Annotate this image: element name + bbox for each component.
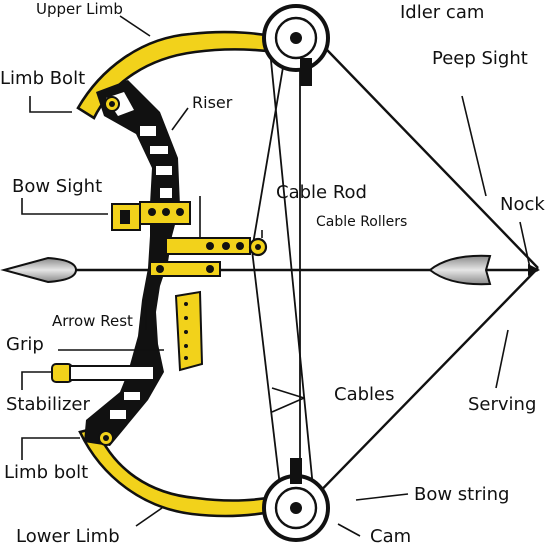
stabilizer <box>51 363 155 383</box>
leader-lines <box>21 15 531 537</box>
label-cable-rollers: Cable Rollers <box>316 214 407 230</box>
label-limb-bolt-bottom: Limb bolt <box>4 462 88 483</box>
label-bow-sight: Bow Sight <box>12 176 102 197</box>
grip <box>174 290 204 372</box>
bow-sight <box>111 201 191 231</box>
bow-string <box>299 21 539 513</box>
riser <box>84 80 180 446</box>
arrow-rest <box>149 261 221 277</box>
label-idler-cam: Idler cam <box>400 2 484 23</box>
label-bow-string: Bow string <box>414 484 509 505</box>
label-peep-sight: Peep Sight <box>432 48 528 69</box>
arrowhead-icon <box>0 256 78 284</box>
cam <box>262 458 330 542</box>
label-serving: Serving <box>468 394 536 415</box>
idler-cam <box>262 4 330 86</box>
label-arrow-rest: Arrow Rest <box>52 312 133 330</box>
arrow <box>0 254 540 286</box>
label-upper-limb: Upper Limb <box>36 0 123 18</box>
label-riser: Riser <box>192 93 233 112</box>
cable-rollers <box>248 237 268 257</box>
label-cam: Cam <box>370 526 411 547</box>
cables <box>251 25 317 521</box>
label-cable-rod: Cable Rod <box>276 182 367 203</box>
arrow-fletching <box>428 254 492 286</box>
label-grip: Grip <box>6 334 44 355</box>
nock-icon <box>528 264 540 276</box>
label-stabilizer: Stabilizer <box>6 394 90 415</box>
label-nock: Nock <box>500 194 545 215</box>
label-limb-bolt-top: Limb Bolt <box>0 68 85 89</box>
label-cables: Cables <box>334 384 394 405</box>
label-lower-limb: Lower Limb <box>16 526 120 547</box>
cable-rod <box>165 237 251 255</box>
